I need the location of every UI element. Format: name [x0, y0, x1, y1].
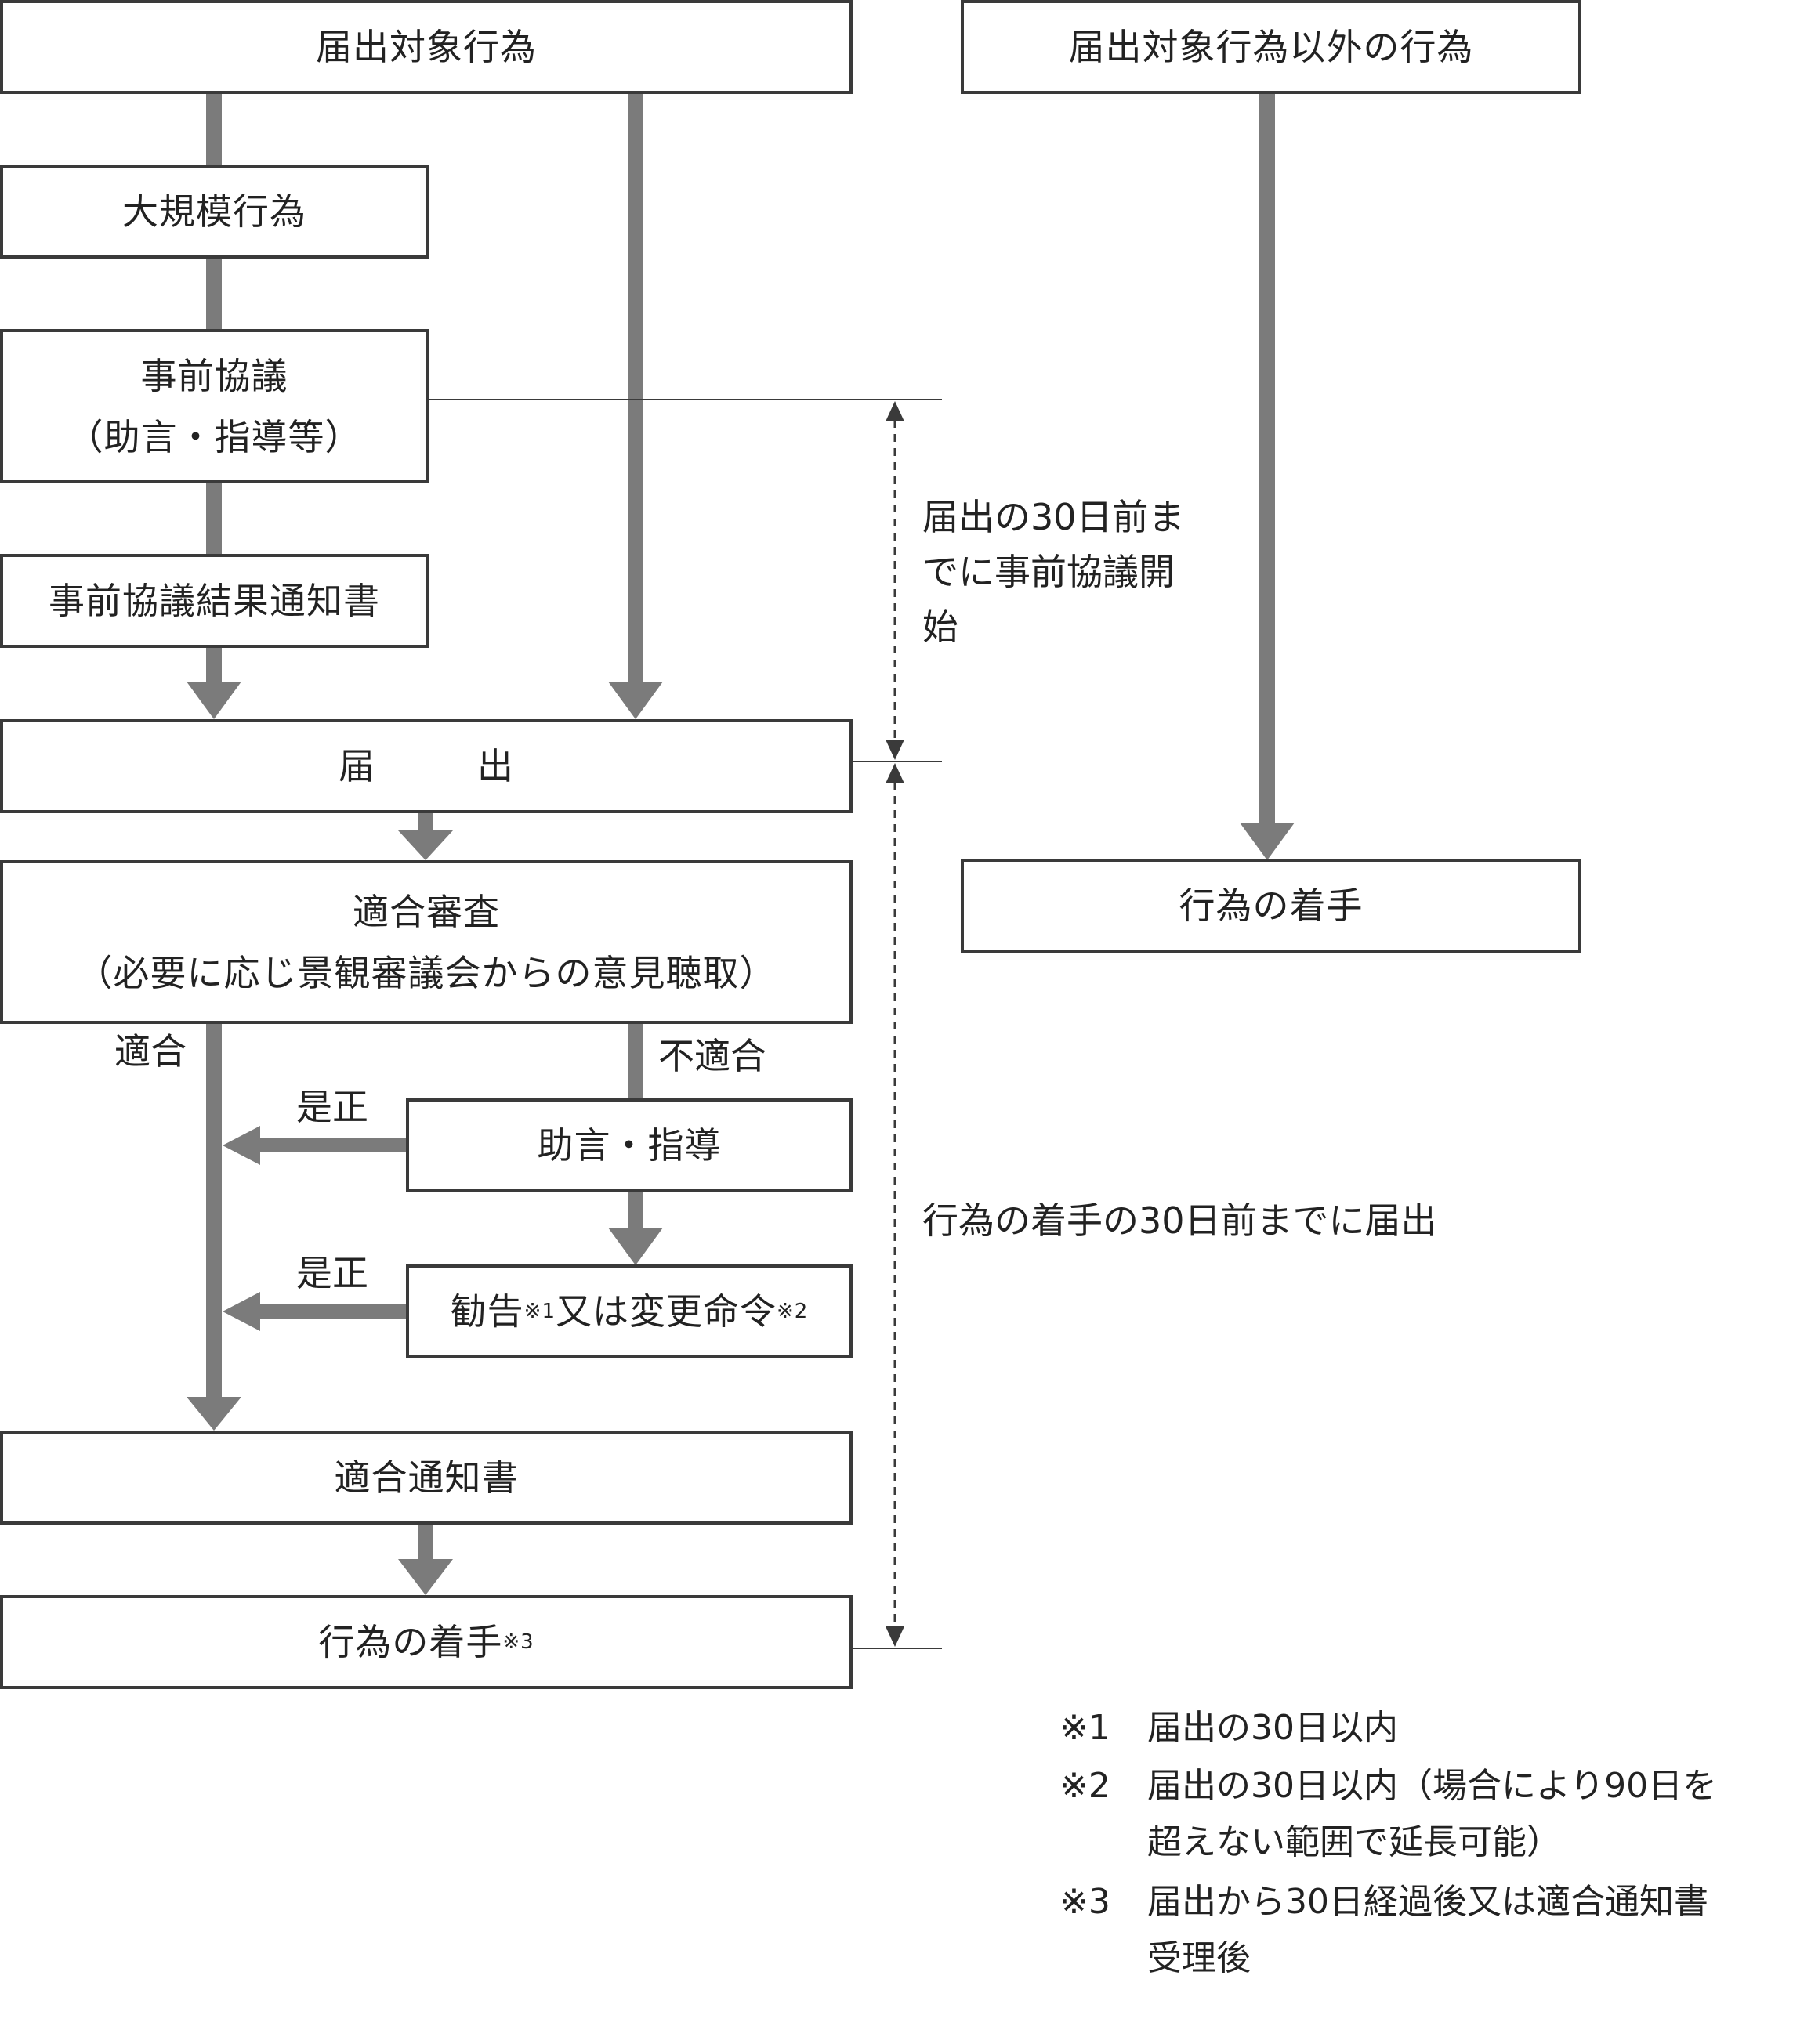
connector-line — [628, 92, 643, 683]
footnote-2: ※2 届出の30日以内（場合により90日を 超えない範囲で延長可能） — [1060, 1758, 1717, 1871]
arrow-head — [886, 401, 904, 421]
box-label-line2: （助言・指導等） — [67, 415, 362, 458]
box-label: 行為の着手 — [318, 1621, 503, 1663]
connector-line — [1259, 92, 1275, 824]
footnote-mark: ※1 — [1060, 1708, 1110, 1748]
box-label: 届出対象行為 — [316, 26, 537, 68]
box-label: 届出対象行為以外の行為 — [1068, 26, 1474, 68]
arrow-head — [187, 1397, 241, 1431]
box-label-part1: 届 — [339, 745, 375, 787]
label-zesei-1: 是正 — [296, 1086, 368, 1128]
label-period-1-line1: 届出の30日前ま — [922, 496, 1185, 538]
box-daikibo: 大規模行為 — [0, 165, 429, 259]
label-period-1-line2: でに事前協議開 — [922, 551, 1175, 593]
box-todokede: 届 出 — [0, 719, 853, 813]
footnote-text: 超えない範囲で延長可能） — [1147, 1822, 1561, 1862]
connector-line — [418, 1523, 433, 1561]
label-period-2: 行為の着手の30日前までに届出 — [922, 1199, 1437, 1242]
box-label: 助言・指導 — [537, 1124, 722, 1167]
footnote-mark: ※2 — [1060, 1766, 1110, 1806]
arrow-head — [608, 682, 663, 719]
label-futekigo: 不適合 — [658, 1035, 766, 1077]
footnote-text: 届出の30日以内（場合により90日を — [1147, 1766, 1718, 1806]
footnote-text: 受理後 — [1147, 1938, 1251, 1978]
box-label-line2: （必要に応じ景観審議会からの意見聴取） — [76, 951, 777, 994]
box-taisho-igai: 届出対象行為以外の行為 — [961, 0, 1581, 94]
arrow-head — [398, 830, 453, 860]
box-koui-chakushu-right: 行為の着手 — [961, 859, 1581, 953]
arrow-head — [608, 1228, 663, 1265]
box-tekigo-shinsa: 適合審査 （必要に応じ景観審議会からの意見聴取） — [0, 860, 853, 1024]
arrow-head — [1240, 823, 1295, 860]
arrow-head — [223, 1126, 260, 1165]
connector-line — [259, 1138, 406, 1152]
connector-line — [628, 1024, 643, 1101]
footnote-text: 届出から30日経過後又は適合通知書 — [1147, 1882, 1708, 1922]
label-period-1-line3: 始 — [922, 606, 958, 648]
footnote-3: ※3 届出から30日経過後又は適合通知書 受理後 — [1060, 1874, 1708, 1987]
connector-line — [206, 1024, 222, 1398]
arrow-head — [187, 682, 241, 719]
box-label: 大規模行為 — [122, 190, 306, 233]
connector-line — [206, 482, 222, 556]
box-label-part2: 出 — [477, 745, 514, 787]
arrow-head — [398, 1559, 453, 1595]
box-label-line1: 事前協議 — [140, 354, 288, 397]
arrow-head — [886, 740, 904, 760]
box-label: 行為の着手 — [1179, 885, 1364, 927]
footnote-1: ※1 届出の30日以内 — [1060, 1700, 1398, 1756]
connector-line — [206, 259, 222, 333]
box-todokede-taisho: 届出対象行為 — [0, 0, 853, 94]
connector-line — [628, 1192, 643, 1229]
arrow-head — [886, 1626, 904, 1647]
connector-line — [206, 92, 222, 167]
arrow-head — [223, 1292, 260, 1331]
box-label: 事前協議結果通知書 — [49, 580, 380, 622]
box-jizen-kyogi: 事前協議 （助言・指導等） — [0, 329, 429, 483]
box-jogen-shido: 助言・指導 — [406, 1098, 853, 1192]
label-zesei-2: 是正 — [296, 1252, 368, 1294]
box-label: 適合通知書 — [334, 1456, 519, 1499]
connector-line — [206, 647, 222, 683]
box-kekka-tsuchisho: 事前協議結果通知書 — [0, 554, 429, 648]
box-label-part2: 又は変更命令 — [556, 1290, 777, 1333]
footnote-text: 届出の30日以内 — [1147, 1708, 1398, 1748]
footnote-mark: ※3 — [1060, 1882, 1110, 1922]
box-koui-chakushu-main: 行為の着手※3 — [0, 1595, 853, 1689]
connector-line — [418, 813, 433, 832]
box-label-line1: 適合審査 — [353, 890, 500, 933]
label-tekigo: 適合 — [114, 1030, 187, 1073]
box-tekigo-tsuchisho: 適合通知書 — [0, 1431, 853, 1525]
arrow-head — [886, 763, 904, 783]
box-label-part1: 勧告 — [450, 1290, 524, 1333]
connector-line — [259, 1304, 406, 1319]
